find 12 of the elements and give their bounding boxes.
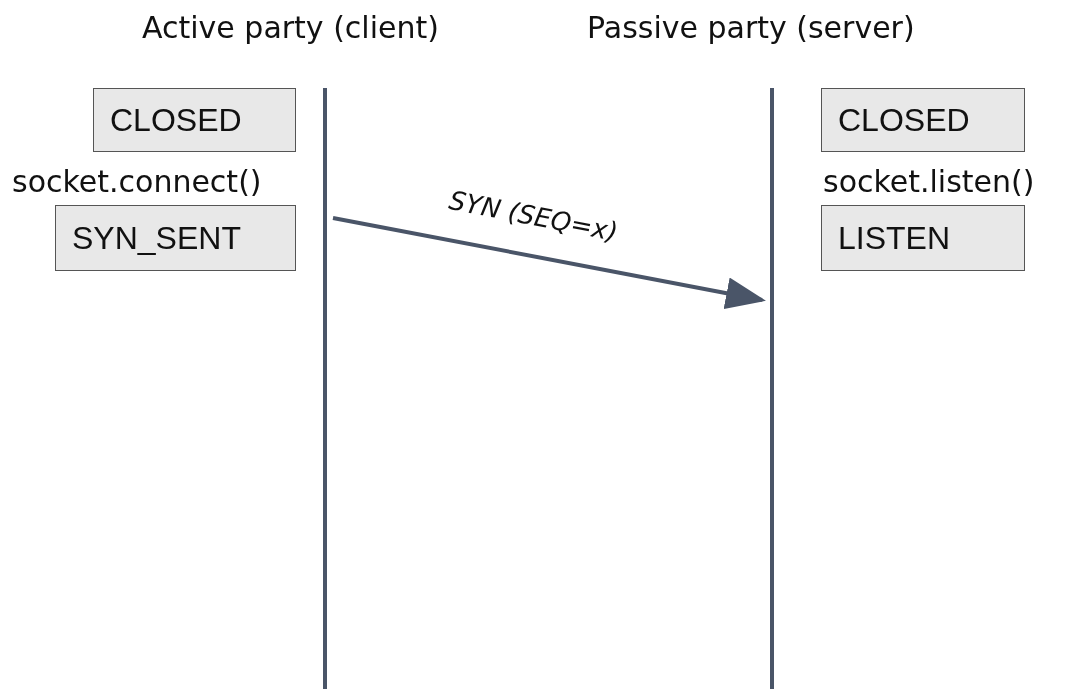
participant-heading: Passive party (server) (587, 10, 915, 45)
participant-heading: Active party (client) (142, 10, 439, 45)
edge-label: SYN (SEQ=x) (446, 184, 620, 248)
state-box: CLOSED (821, 88, 1025, 152)
lifeline (770, 88, 774, 689)
state-box: LISTEN (821, 205, 1025, 271)
arrow (332, 216, 766, 309)
state-box: CLOSED (93, 88, 296, 152)
call-label: socket.listen() (823, 164, 1035, 199)
lifeline (323, 88, 327, 689)
state-box: SYN_SENT (55, 205, 296, 271)
call-label: socket.connect() (12, 164, 262, 199)
